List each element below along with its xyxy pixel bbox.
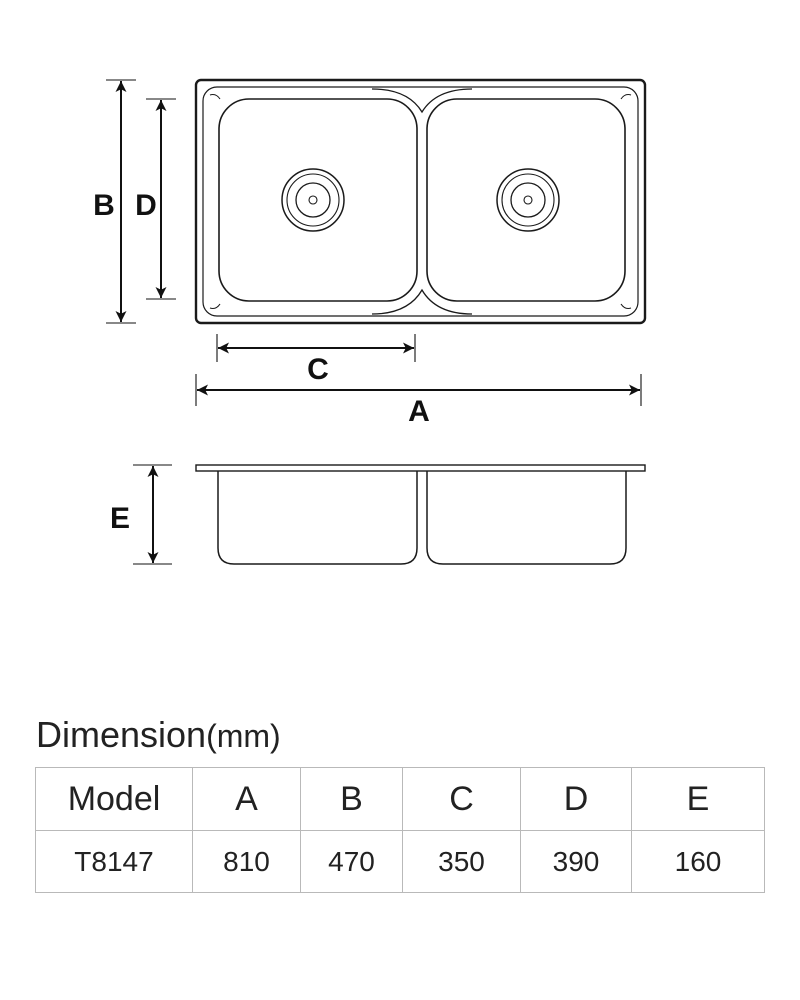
header-d: D [520,767,632,831]
dimension-label-c: C [307,353,329,386]
dimension-unit: (mm) [206,718,281,754]
right-bowl [426,98,626,302]
cell-c: 350 [402,830,521,893]
header-b: B [300,767,403,831]
header-e: E [631,767,765,831]
table-row: T8147 810 470 350 390 160 [35,830,765,893]
header-model: Model [35,767,193,831]
table-header-row: Model A B C D E [35,767,765,831]
cell-a: 810 [192,830,301,893]
dimension-label-a: A [408,395,430,428]
right-drain-icon [496,168,560,232]
dimension-label-e: E [110,502,130,535]
header-a: A [192,767,301,831]
cell-d: 390 [520,830,632,893]
dimension-title: Dimension(mm) [36,714,281,756]
dimension-label-d: D [135,189,157,222]
left-bowl [218,98,418,302]
cell-model: T8147 [35,830,193,893]
dimension-label-b: B [93,189,115,222]
dimension-table: Model A B C D E T8147 810 470 350 390 16… [35,767,765,893]
sink-top-view [194,78,647,325]
left-drain-icon [281,168,345,232]
sink-side-view [195,464,646,565]
dimension-title-text: Dimension [36,714,207,755]
sink-dimension-drawing: B D C A E [93,78,647,565]
header-c: C [402,767,521,831]
cell-e: 160 [631,830,765,893]
dimension-lines [106,79,642,565]
cell-b: 470 [300,830,403,893]
